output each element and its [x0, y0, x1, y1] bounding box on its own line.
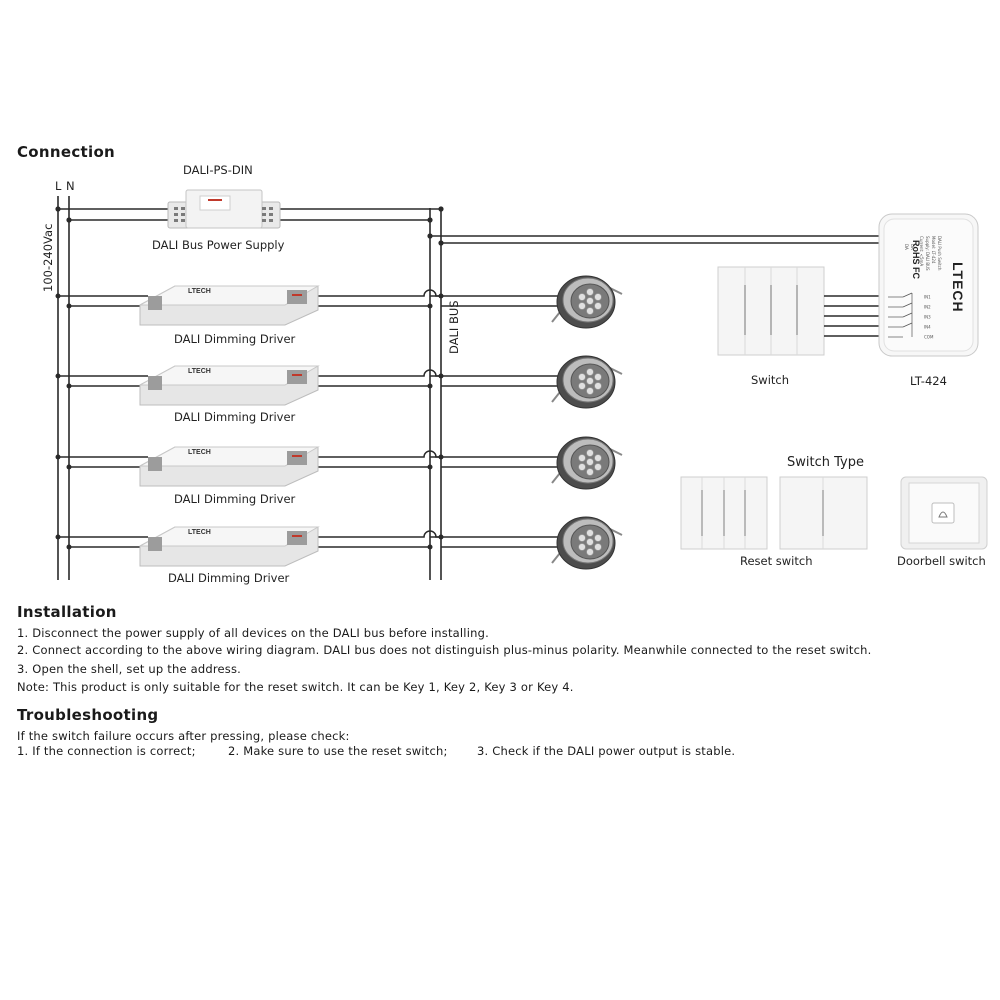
switch-panel — [717, 266, 825, 356]
installation-heading: Installation — [17, 603, 117, 621]
troubleshooting-heading: Troubleshooting — [17, 706, 159, 724]
troubleshooting-check-2: 2. Make sure to use the reset switch; — [228, 744, 448, 758]
driver-row-2: LTECH DALI Dimming Driver — [55, 355, 623, 424]
driver-row-3: LTECH DALI Dimming Driver — [55, 436, 623, 506]
driver-wires — [58, 450, 560, 468]
lt-424-brand: LTECH — [950, 262, 966, 313]
switch-label: Switch — [751, 373, 789, 387]
lt-424-cert: RoHS FC — [911, 240, 921, 279]
reset-switch-2-gang — [779, 476, 868, 550]
driver-brand: LTECH — [188, 449, 211, 456]
dali-power-supply — [167, 189, 281, 229]
wiring-diagram: L N 100-240Vac DALI BUS DALI-PS-DIN DALI… — [41, 163, 988, 585]
driver-label: DALI Dimming Driver — [174, 410, 296, 424]
switch-wires — [824, 295, 888, 337]
terminal-label: IN1 — [924, 295, 931, 300]
dimming-driver: LTECH — [139, 365, 320, 406]
switch-type-title: Switch Type — [787, 455, 864, 470]
voltage-label: 100-240Vac — [41, 224, 55, 292]
terminal-label: COM — [924, 335, 934, 340]
doorbell-switch-label: Doorbell switch — [897, 554, 986, 568]
reset-switch-label: Reset switch — [740, 554, 813, 568]
troubleshooting-intro: If the switch failure occurs after press… — [17, 729, 350, 743]
troubleshooting-check-1: 1. If the connection is correct; — [17, 744, 196, 758]
driver-row-4: LTECH DALI Dimming Driver — [55, 516, 623, 585]
lt-424-module — [878, 213, 979, 357]
driver-wires — [58, 289, 560, 307]
da-label: DA — [904, 244, 909, 250]
dimming-driver: LTECH — [139, 446, 320, 487]
driver-junctions — [55, 534, 444, 550]
driver-brand: LTECH — [188, 368, 211, 375]
downlight — [551, 355, 623, 409]
downlight — [551, 436, 623, 490]
junction-dots — [55, 206, 444, 246]
dimming-driver: LTECH — [139, 526, 320, 567]
da-label: DA — [910, 244, 915, 250]
mains-label-n: N — [66, 179, 75, 193]
driver-wires — [58, 530, 560, 548]
installation-line-3: 3. Open the shell, set up the address. — [17, 662, 242, 676]
spec-line: Model: LT-424 — [931, 236, 936, 264]
installation-line-2: 2. Connect according to the above wiring… — [17, 643, 872, 657]
driver-junctions — [55, 373, 444, 389]
driver-wires — [58, 369, 560, 387]
connection-heading: Connection — [17, 143, 116, 161]
reset-switch-4-gang — [680, 476, 768, 550]
downlight — [551, 516, 623, 570]
driver-label: DALI Dimming Driver — [174, 332, 296, 346]
spec-line: Supply: DALI BUS — [925, 236, 930, 271]
downlight — [551, 275, 623, 329]
installation-note: Note: This product is only suitable for … — [17, 680, 574, 694]
driver-row-1: LTECH DALI Dimming Driver — [55, 275, 623, 346]
driver-junctions — [55, 293, 444, 309]
mains-label-l: L — [55, 179, 62, 193]
spec-line: Current: <5mA — [919, 236, 924, 266]
driver-brand: LTECH — [188, 529, 211, 536]
dimming-driver: LTECH — [139, 285, 320, 326]
installation-line-1: 1. Disconnect the power supply of all de… — [17, 626, 489, 640]
driver-label: DALI Dimming Driver — [168, 571, 290, 585]
terminal-label: IN3 — [924, 315, 931, 320]
terminal-label: IN2 — [924, 305, 931, 310]
troubleshooting-check-3: 3. Check if the DALI power output is sta… — [477, 744, 736, 758]
doorbell-switch — [900, 476, 988, 550]
driver-brand: LTECH — [188, 288, 211, 295]
lt-424-label: LT-424 — [910, 374, 947, 388]
driver-junctions — [55, 454, 444, 470]
power-supply-model: DALI-PS-DIN — [183, 163, 253, 177]
spec-line: DALI Push Switch — [937, 236, 942, 271]
bus-label: DALI BUS — [447, 300, 461, 354]
terminal-label: IN4 — [924, 325, 931, 330]
driver-label: DALI Dimming Driver — [174, 492, 296, 506]
power-supply-label: DALI Bus Power Supply — [152, 238, 285, 252]
